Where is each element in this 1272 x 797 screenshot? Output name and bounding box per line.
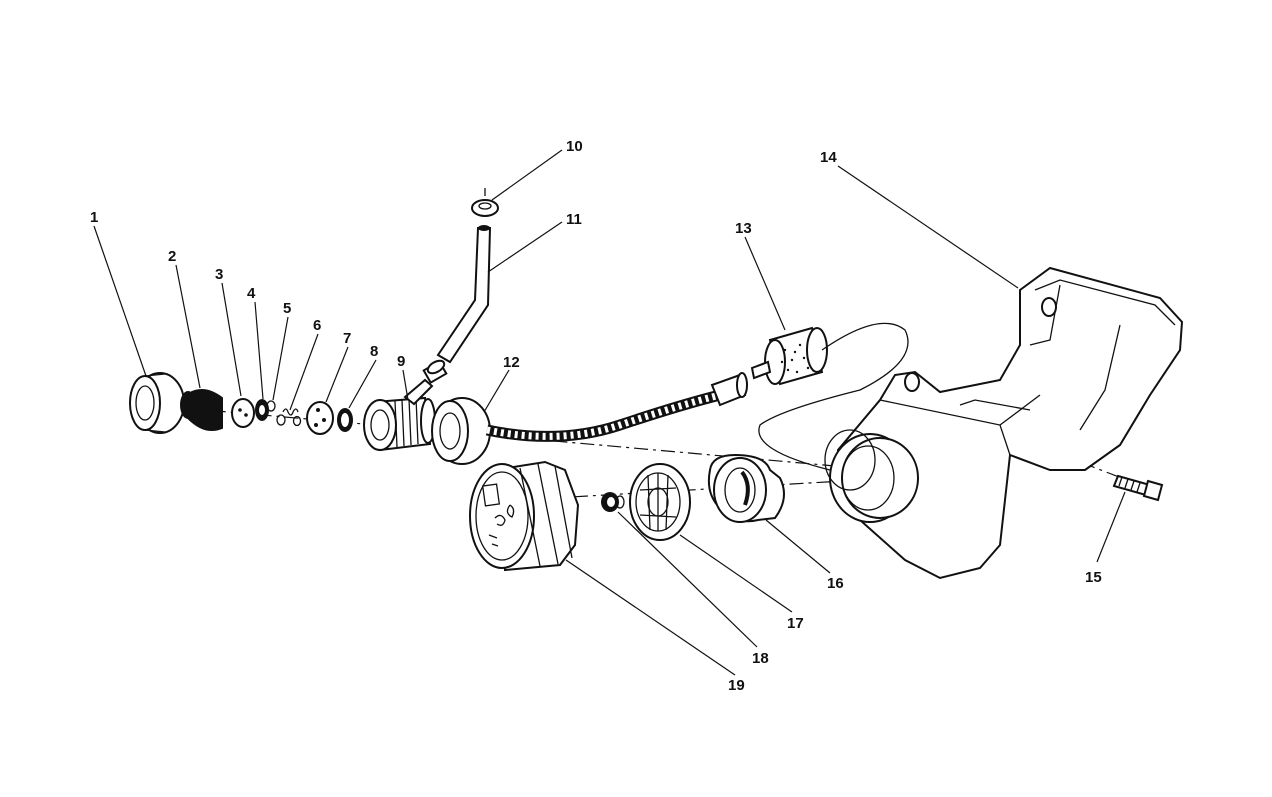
part-5-small-rings bbox=[266, 400, 302, 427]
callout-17: 17 bbox=[787, 615, 804, 632]
callout-labels: 1 2 3 4 5 6 7 8 9 10 11 12 13 14 15 16 1… bbox=[90, 138, 1102, 694]
part-2-rubber-cone bbox=[180, 388, 223, 431]
callout-8: 8 bbox=[370, 343, 378, 360]
part-4-gasket bbox=[255, 399, 269, 421]
callout-12: 12 bbox=[503, 354, 520, 371]
callout-1: 1 bbox=[90, 209, 98, 226]
part-1-ring-nut bbox=[129, 372, 185, 434]
part-17-strainer bbox=[629, 463, 691, 541]
part-8-washer bbox=[337, 408, 353, 432]
callout-15: 15 bbox=[1085, 569, 1102, 586]
assembly-axis-lines bbox=[149, 394, 1141, 501]
callout-4: 4 bbox=[247, 285, 256, 302]
callout-11: 11 bbox=[566, 211, 582, 228]
callout-2: 2 bbox=[168, 248, 176, 265]
callout-3: 3 bbox=[215, 266, 223, 283]
leader-lines bbox=[93, 149, 1126, 676]
part-14-fuel-tank bbox=[824, 266, 1184, 580]
part-15-bolt bbox=[1112, 474, 1164, 502]
callout-10: 10 bbox=[566, 138, 583, 155]
part-7-valve-plate bbox=[306, 401, 334, 435]
part-19-fuel-cap bbox=[469, 460, 580, 572]
callout-18: 18 bbox=[752, 650, 769, 667]
part-18-seal-ring bbox=[601, 492, 625, 512]
callout-6: 6 bbox=[313, 317, 321, 334]
callout-9: 9 bbox=[397, 353, 405, 370]
part-11-hose bbox=[422, 225, 492, 384]
callout-14: 14 bbox=[820, 149, 837, 166]
part-3-disc bbox=[231, 398, 255, 428]
part-13-fuel-filter bbox=[750, 322, 909, 471]
callout-19: 19 bbox=[728, 677, 745, 694]
part-12-fuel-line bbox=[431, 372, 748, 465]
part-6-spring bbox=[282, 408, 299, 416]
callout-16: 16 bbox=[827, 575, 844, 592]
callout-7: 7 bbox=[343, 330, 351, 347]
callout-5: 5 bbox=[283, 300, 291, 317]
callout-13: 13 bbox=[735, 220, 752, 237]
part-16-filler-neck bbox=[707, 453, 785, 523]
part-9-threaded-fitting bbox=[363, 378, 436, 452]
part-10-grommet bbox=[471, 188, 499, 217]
